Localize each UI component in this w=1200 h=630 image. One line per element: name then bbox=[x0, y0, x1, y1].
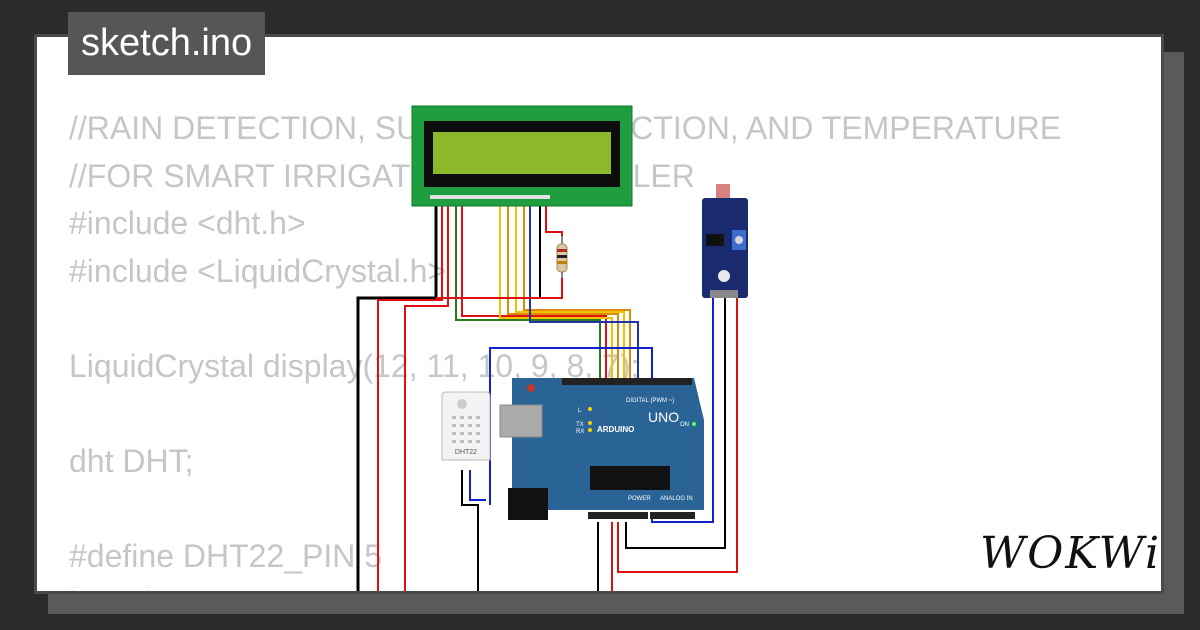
wokwi-logo: WOKWi bbox=[980, 528, 1162, 579]
arduino-label: ARDUINO bbox=[597, 425, 634, 434]
tx-label: TX bbox=[576, 422, 584, 428]
wire-dht-gnd bbox=[461, 470, 479, 591]
wire-vcc-lcd bbox=[377, 205, 443, 591]
code-line: dht DHT; bbox=[69, 442, 194, 479]
usb-port bbox=[499, 404, 543, 438]
wire-lcd-a bbox=[545, 205, 563, 246]
power-label: POWER bbox=[628, 496, 651, 502]
wire-green bbox=[455, 205, 601, 380]
wire-lcd-power bbox=[404, 205, 449, 591]
code-preview: //RAIN DETECTION, SUNLIGHT DETECTION, AN… bbox=[69, 105, 1061, 591]
wire-blue-lcd bbox=[529, 205, 639, 380]
uno-label: UNO bbox=[648, 409, 679, 425]
digital-label: DIGITAL (PWM ~) bbox=[626, 398, 674, 404]
wire-dht-blue bbox=[469, 470, 486, 501]
atmega-chip bbox=[590, 466, 670, 490]
lcd-display[interactable] bbox=[411, 105, 633, 207]
wire-ldr-vcc bbox=[617, 298, 738, 573]
dht22-label: DHT22 bbox=[455, 449, 477, 456]
wire-red-2 bbox=[461, 205, 607, 380]
code-line: int val; bbox=[69, 580, 1061, 591]
analog-label: ANALOG IN bbox=[660, 496, 693, 502]
wire-orange-2 bbox=[523, 205, 631, 380]
code-line: #include <LiquidCrystal.h> bbox=[69, 252, 447, 289]
reset-button bbox=[527, 384, 535, 392]
code-line: LiquidCrystal display(12, 11, 10, 9, 8, … bbox=[69, 347, 640, 384]
resistor[interactable] bbox=[556, 236, 568, 278]
lcd-screen bbox=[433, 132, 611, 174]
rx-label: RX bbox=[576, 429, 584, 435]
arduino-uno-board[interactable]: UNO ARDUINO DIGITAL (PWM ~) POWER ANALOG… bbox=[499, 378, 704, 520]
file-name-tab[interactable]: sketch.ino bbox=[68, 12, 266, 75]
dht22-sensor[interactable]: DHT22 bbox=[441, 391, 491, 461]
l-label: L bbox=[578, 408, 582, 414]
code-line: #define DHT22_PIN 5 bbox=[69, 537, 383, 574]
wire-resistor-return bbox=[436, 272, 563, 299]
ldr-sensor-module[interactable] bbox=[702, 184, 748, 298]
on-label: ON bbox=[680, 422, 689, 428]
power-jack bbox=[508, 488, 548, 520]
wire-ground-main bbox=[356, 205, 438, 591]
wire-yellow-2 bbox=[515, 205, 625, 380]
code-line: #include <dht.h> bbox=[69, 205, 306, 241]
wire-ldr-gnd bbox=[625, 298, 726, 549]
